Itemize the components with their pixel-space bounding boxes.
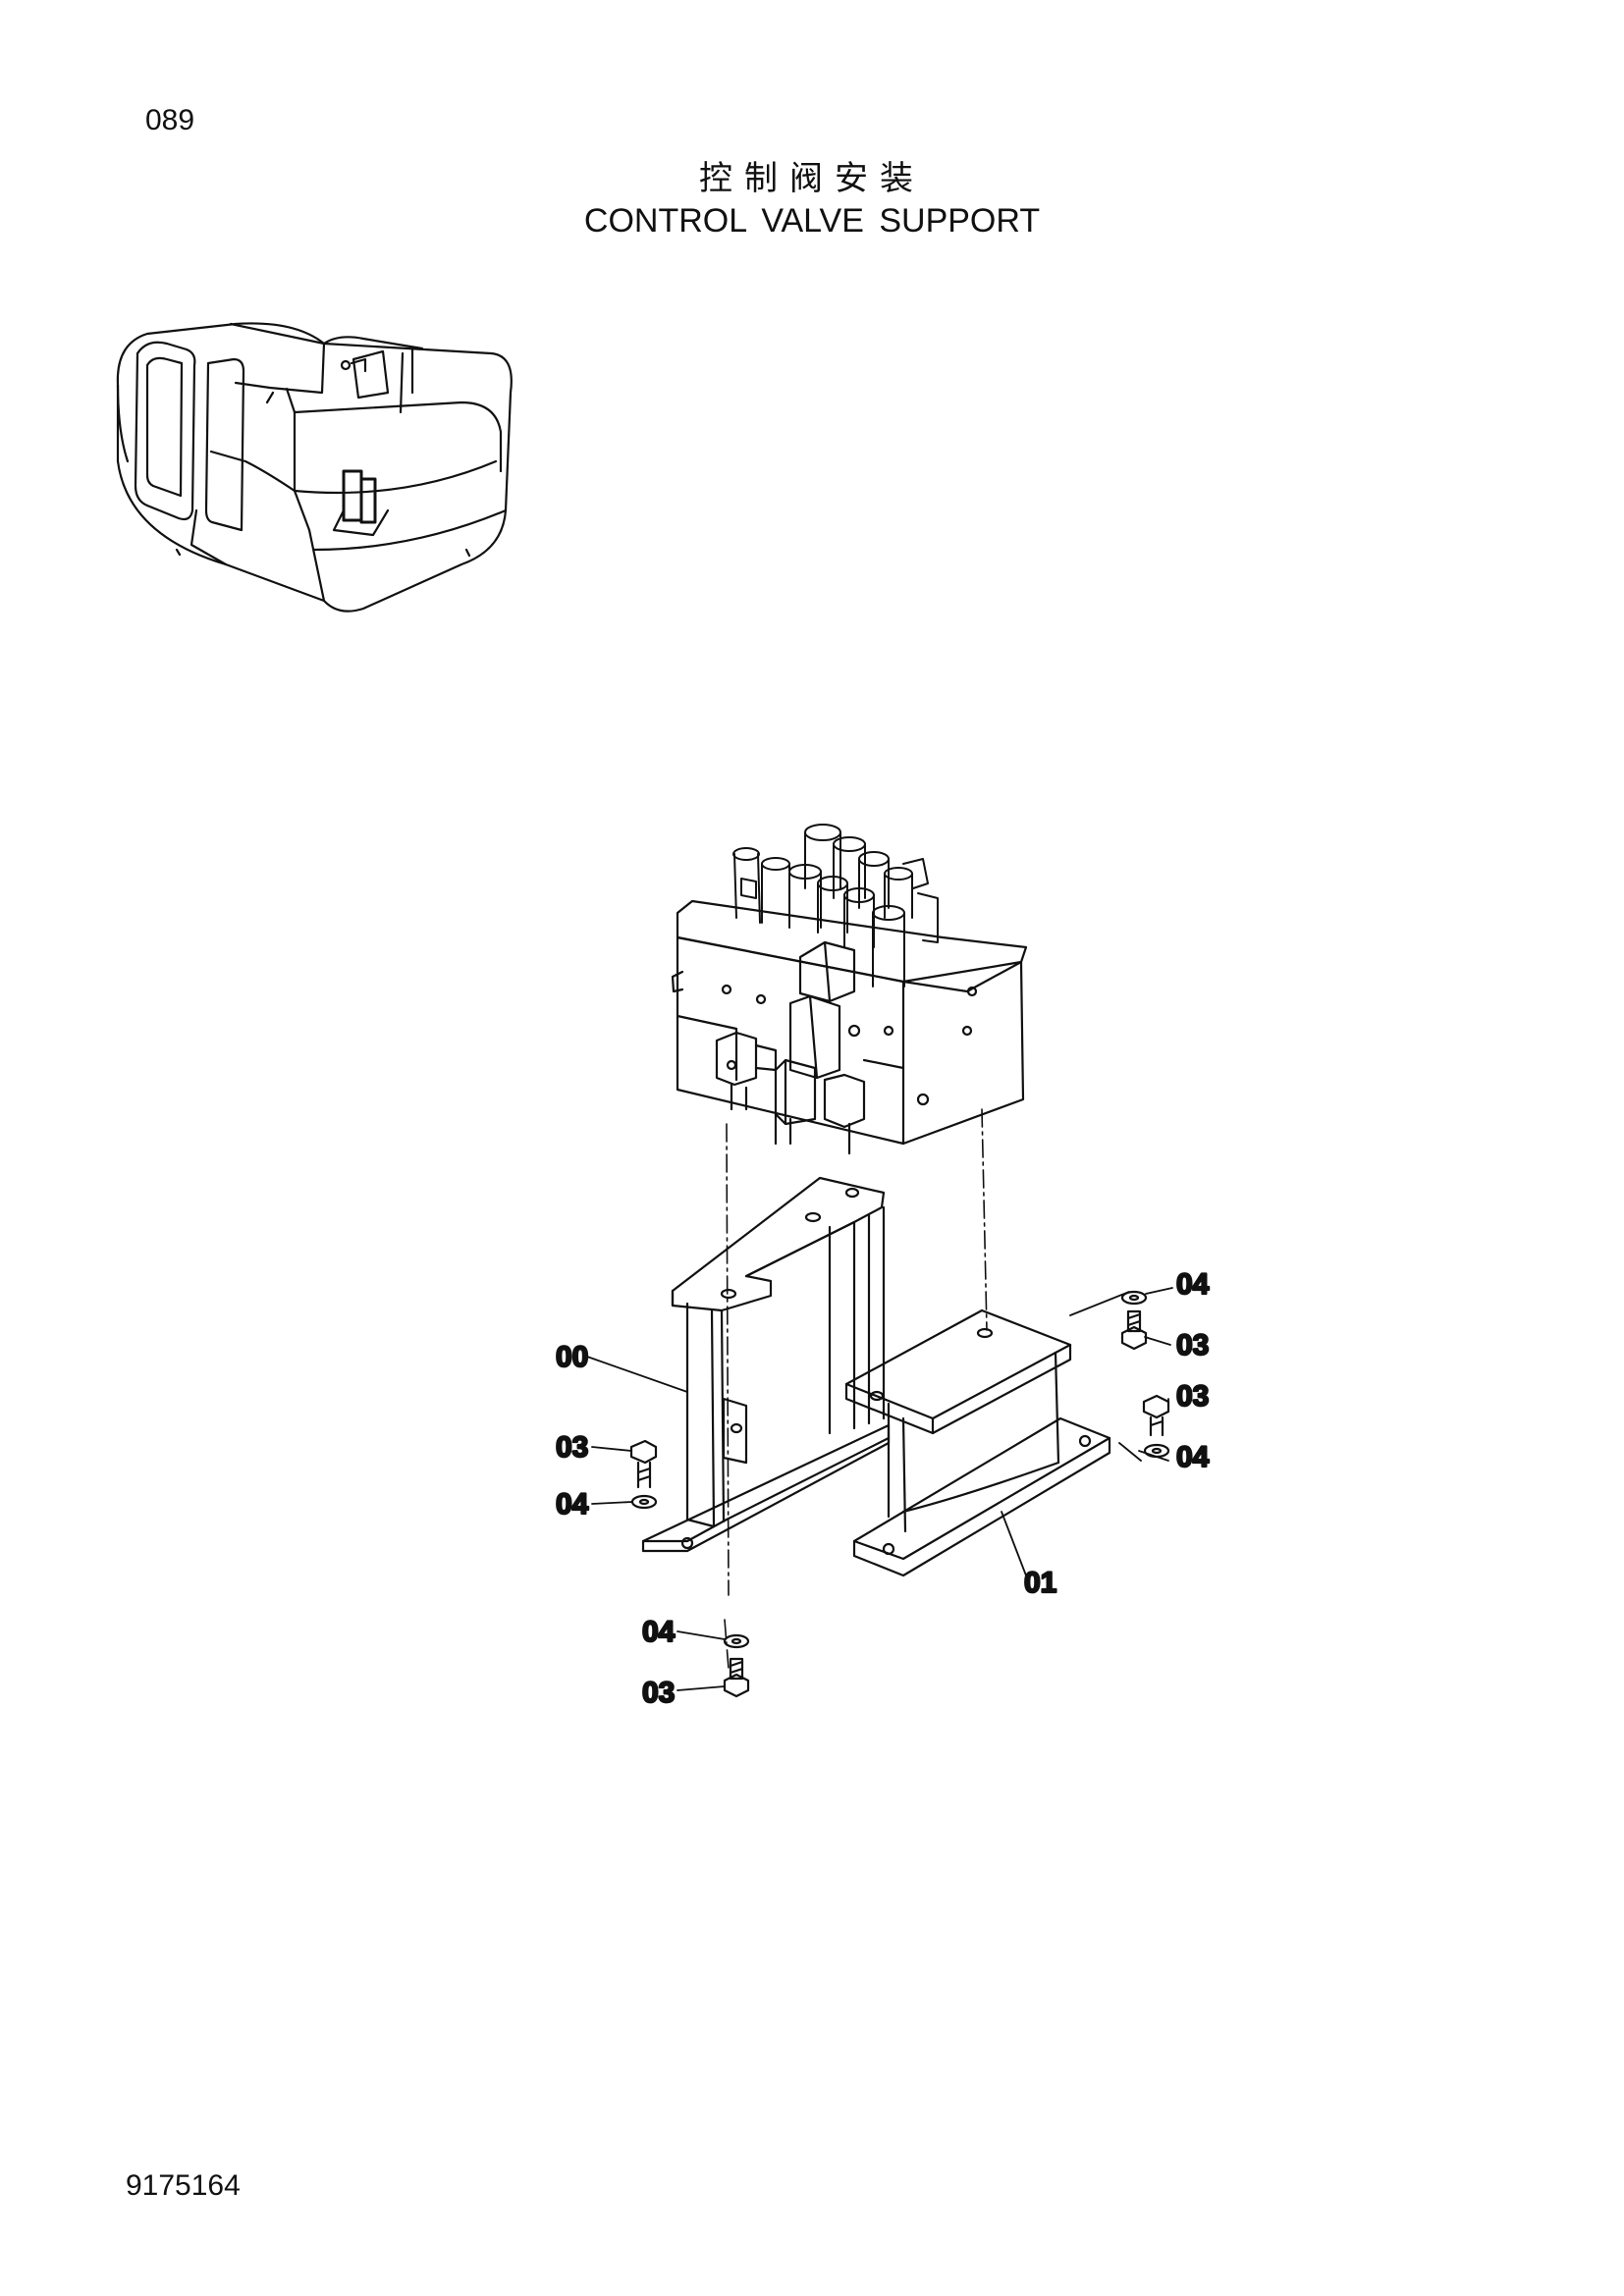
washer-icon bbox=[630, 1494, 658, 1510]
bolt-icon bbox=[1120, 1309, 1148, 1351]
callout-04: 04 bbox=[642, 1616, 676, 1648]
page-number: 089 bbox=[145, 104, 195, 136]
excavator-overview-icon bbox=[116, 322, 513, 613]
bolt-icon bbox=[629, 1439, 658, 1489]
callout-04: 04 bbox=[1176, 1441, 1210, 1473]
support-bracket-icon bbox=[641, 1176, 891, 1553]
bolt-icon bbox=[723, 1657, 750, 1698]
callout-03: 03 bbox=[1176, 1380, 1209, 1413]
support-bracket-icon bbox=[844, 1308, 1111, 1577]
page-title-chinese: 控制阀安装 bbox=[699, 159, 925, 198]
callout-03: 03 bbox=[556, 1431, 588, 1464]
alignment-lines bbox=[724, 1108, 988, 1670]
control-valve-assembly-icon bbox=[671, 824, 1028, 1155]
bolt-icon bbox=[1142, 1394, 1170, 1437]
washer-icon bbox=[1143, 1443, 1170, 1459]
washer-icon bbox=[723, 1633, 750, 1649]
washer-icon bbox=[1120, 1290, 1148, 1306]
callout-03: 03 bbox=[642, 1677, 675, 1709]
callout-04: 04 bbox=[556, 1488, 589, 1521]
document-number: 9175164 bbox=[126, 2169, 241, 2202]
callout-03: 03 bbox=[1176, 1329, 1209, 1362]
leader-lines bbox=[586, 1287, 1173, 1691]
callout-00: 00 bbox=[556, 1341, 588, 1373]
callout-01: 01 bbox=[1024, 1567, 1056, 1599]
page-title-english: CONTROL VALVE SUPPORT bbox=[583, 202, 1041, 240]
callout-04: 04 bbox=[1176, 1268, 1210, 1301]
